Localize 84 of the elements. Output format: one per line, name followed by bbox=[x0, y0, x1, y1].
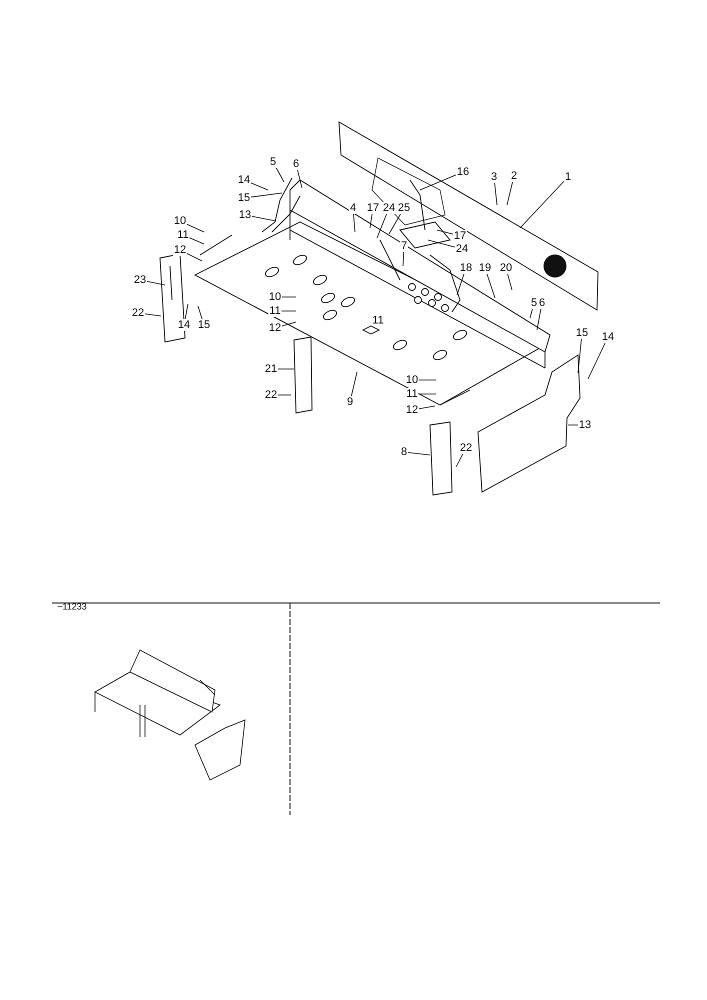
leader-line bbox=[186, 224, 204, 232]
callout-number: 11 bbox=[268, 305, 282, 317]
leader-line bbox=[520, 180, 564, 228]
callout-number: 22 bbox=[130, 307, 146, 319]
callout-number: 20 bbox=[498, 262, 514, 274]
part-number: 11 bbox=[372, 316, 384, 326]
callout-number: 16 bbox=[456, 166, 470, 178]
callout-number: 19 bbox=[478, 262, 492, 274]
leader-line bbox=[578, 338, 582, 374]
leader-line bbox=[530, 308, 533, 318]
leader-line bbox=[146, 281, 166, 286]
leader-line bbox=[436, 230, 454, 235]
callout-number: 6 bbox=[292, 158, 300, 170]
leader-line bbox=[376, 214, 387, 238]
callout-number: 5 bbox=[530, 297, 538, 309]
callout-number: 22 bbox=[264, 389, 278, 401]
leader-line bbox=[250, 182, 268, 190]
callout-number: 10 bbox=[404, 374, 420, 386]
leader-line bbox=[276, 168, 284, 182]
leader-line bbox=[588, 342, 606, 380]
leader-line bbox=[282, 322, 296, 326]
leader-line bbox=[278, 394, 292, 396]
leader-line bbox=[250, 192, 282, 198]
leader-line bbox=[408, 452, 430, 456]
leader-line bbox=[144, 314, 162, 316]
leader-line bbox=[189, 237, 204, 244]
callout-number: 25 bbox=[396, 202, 412, 214]
callout-number: 15 bbox=[574, 327, 590, 339]
callout-number: 3 bbox=[490, 171, 498, 183]
callout-number: 23 bbox=[132, 274, 148, 286]
callout-number: 22 bbox=[458, 442, 474, 454]
callout-number: 24 bbox=[454, 243, 470, 255]
callout-number: 2 bbox=[510, 170, 518, 182]
callout-number: 4 bbox=[348, 202, 358, 214]
leader-line bbox=[184, 304, 188, 320]
callout-number: 12 bbox=[172, 244, 188, 256]
callout-number: 11 bbox=[405, 388, 419, 400]
callout-number: 24 bbox=[382, 202, 396, 214]
callout-number: 6 bbox=[538, 297, 546, 309]
callout-number: 7 bbox=[400, 240, 408, 252]
leader-line bbox=[297, 170, 302, 188]
callout-number: 12 bbox=[268, 322, 282, 334]
leader-line bbox=[428, 240, 456, 248]
callout-number: 14 bbox=[600, 331, 616, 343]
leader-line bbox=[370, 214, 372, 228]
callout-number: 12 bbox=[404, 404, 420, 416]
leader-line bbox=[186, 253, 202, 262]
callout-number: 17 bbox=[366, 202, 380, 214]
callout-number: 5 bbox=[268, 156, 278, 168]
leader-line bbox=[278, 368, 294, 370]
leader-line bbox=[402, 252, 404, 266]
leader-line bbox=[418, 406, 436, 410]
leader-line bbox=[568, 424, 578, 426]
callout-number: 15 bbox=[236, 192, 252, 204]
leader-line bbox=[456, 454, 464, 468]
callout-number: 18 bbox=[458, 262, 474, 274]
callout-number: 9 bbox=[346, 396, 354, 408]
leader-line bbox=[351, 372, 358, 396]
leader-line bbox=[388, 214, 401, 234]
leader-line bbox=[507, 274, 512, 290]
callout-number: 11 bbox=[176, 229, 190, 241]
leader-line bbox=[420, 174, 456, 190]
callout-number: 14 bbox=[236, 174, 252, 186]
leader-line bbox=[506, 182, 513, 206]
callout-number: 17 bbox=[452, 230, 468, 242]
leader-line bbox=[456, 274, 464, 296]
callout-number: 10 bbox=[268, 291, 282, 303]
leader-line bbox=[281, 310, 296, 312]
leader-line bbox=[282, 296, 296, 298]
serial-number: ~11233 bbox=[57, 602, 87, 612]
leader-line bbox=[494, 182, 498, 206]
callout-number: 10 bbox=[172, 215, 188, 227]
callout-number: 13 bbox=[238, 209, 252, 221]
leader-line bbox=[486, 274, 496, 298]
callout-number: 13 bbox=[578, 419, 592, 431]
callout-number: 14 bbox=[176, 319, 192, 331]
leader-line bbox=[536, 308, 542, 330]
callout-number: 8 bbox=[400, 446, 408, 458]
callout-number: 15 bbox=[196, 319, 212, 331]
callout-number: 1 bbox=[564, 171, 572, 183]
leader-line bbox=[353, 214, 356, 232]
leader-line bbox=[252, 216, 276, 222]
leader-line bbox=[198, 306, 202, 320]
callout-number: 21 bbox=[264, 363, 278, 375]
